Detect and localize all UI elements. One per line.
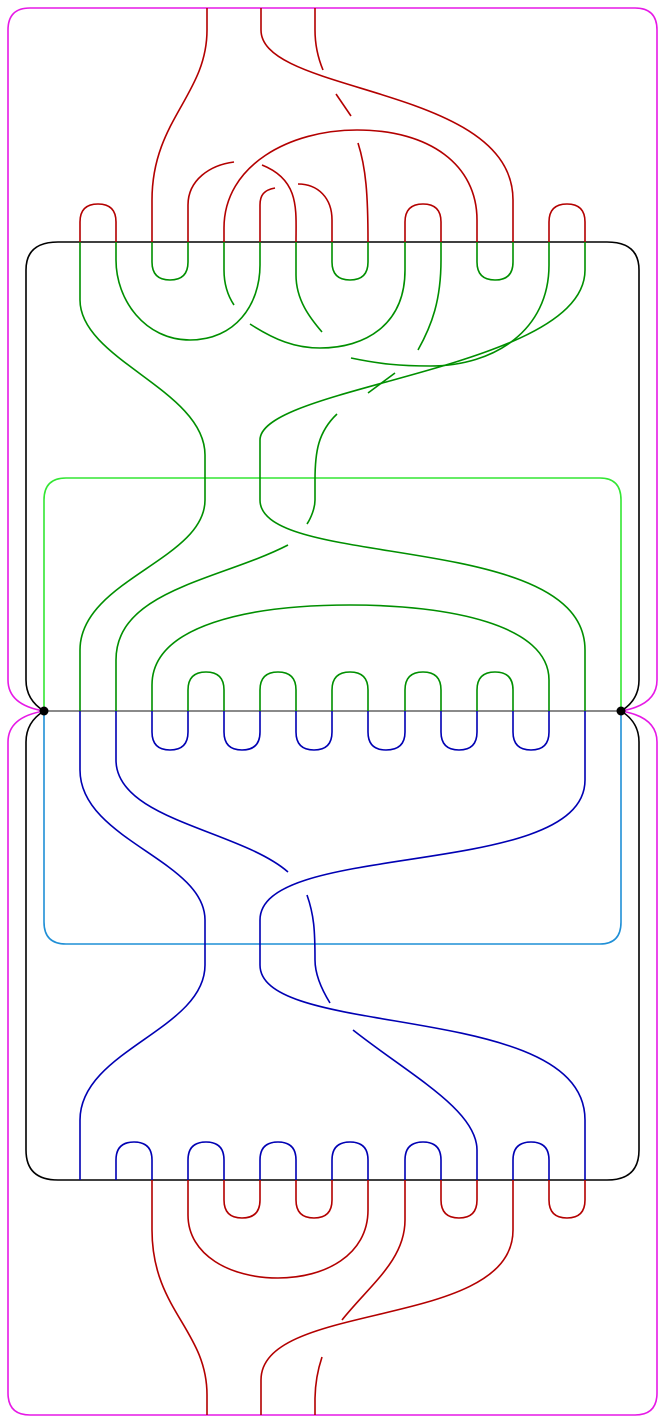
red-cap-2: [404, 203, 442, 242]
top-red-strands: [79, 8, 586, 243]
red-strand-c: [261, 164, 297, 243]
blue-strand-a: [79, 711, 206, 1180]
right-vertex: [616, 706, 626, 716]
blue-cap-5: [404, 1141, 442, 1180]
green-cap-2: [259, 671, 297, 711]
red-strand-e: [297, 183, 333, 242]
red-cap-1: [79, 203, 117, 242]
blue-strand-e: [352, 1029, 478, 1180]
green-cap-4: [404, 671, 442, 711]
green-strand-b: [223, 242, 235, 306]
red-cup-b3: [440, 1180, 478, 1219]
red-strand-g: [314, 8, 324, 71]
blue-strands: [79, 711, 586, 1180]
green-strand-d: [295, 242, 323, 333]
green-strand-e: [417, 242, 442, 351]
red-strand-a: [151, 8, 208, 242]
green-strand-f: [350, 242, 550, 367]
green-strand-c: [249, 242, 406, 349]
red-cap-3: [548, 203, 586, 242]
blue-cap-4: [331, 1141, 369, 1180]
blue-cap-2: [187, 1141, 225, 1180]
green-cap-1: [187, 671, 225, 711]
green-arc-inner: [151, 604, 550, 711]
red-strand-h: [335, 93, 352, 117]
blue-strand-d: [306, 894, 331, 1004]
top-green-strands: [79, 242, 586, 711]
cyan-rectangle: [43, 711, 622, 945]
red-strand-b: [187, 161, 235, 242]
blue-cup-6: [512, 711, 550, 751]
magenta-lower-loop: [7, 710, 658, 1416]
red-cup-b2: [295, 1180, 333, 1219]
magenta-boundary: [7, 7, 658, 1416]
blue-cup-2: [223, 711, 261, 751]
left-vertex: [39, 706, 49, 716]
green-strand-k: [115, 544, 289, 711]
red-cup-b1: [223, 1180, 261, 1219]
blue-strand-c: [115, 711, 289, 873]
green-strand-h: [259, 242, 586, 711]
red-arc-big: [223, 129, 478, 242]
blue-cup-4: [367, 711, 406, 751]
red-cup-b4: [548, 1180, 586, 1219]
bottom-red-strands: [151, 1180, 586, 1415]
green-cup-2: [331, 242, 369, 281]
green-arc-a: [115, 242, 261, 341]
green-cap-5: [476, 671, 514, 711]
blue-cap-6: [512, 1141, 550, 1180]
blue-cap-3: [259, 1141, 297, 1180]
red-strand-b4: [314, 1356, 323, 1415]
red-arc-b: [187, 1180, 369, 1279]
green-strand-j: [306, 413, 338, 525]
lime-rectangle: [43, 477, 622, 711]
red-strand-i: [357, 142, 369, 243]
magenta-upper-loop: [7, 7, 658, 712]
red-strand-f: [260, 8, 514, 242]
black-upper-loop: [25, 241, 640, 712]
red-strand-d: [259, 187, 276, 242]
blue-strand-b: [259, 711, 586, 1180]
blue-cup-3: [295, 711, 333, 751]
black-lower-loop: [25, 710, 640, 1181]
red-strand-b2: [341, 1180, 406, 1321]
green-cup-1: [151, 242, 189, 281]
green-strand-i: [367, 372, 396, 394]
green-cap-3: [331, 671, 369, 711]
red-strand-b1: [151, 1180, 208, 1415]
green-strand-g: [79, 242, 206, 711]
blue-cup-5: [440, 711, 478, 751]
green-cup-3: [476, 242, 514, 281]
blue-cup-1: [151, 711, 189, 751]
red-strand-b3: [260, 1180, 514, 1415]
blue-cap-1: [115, 1141, 153, 1180]
